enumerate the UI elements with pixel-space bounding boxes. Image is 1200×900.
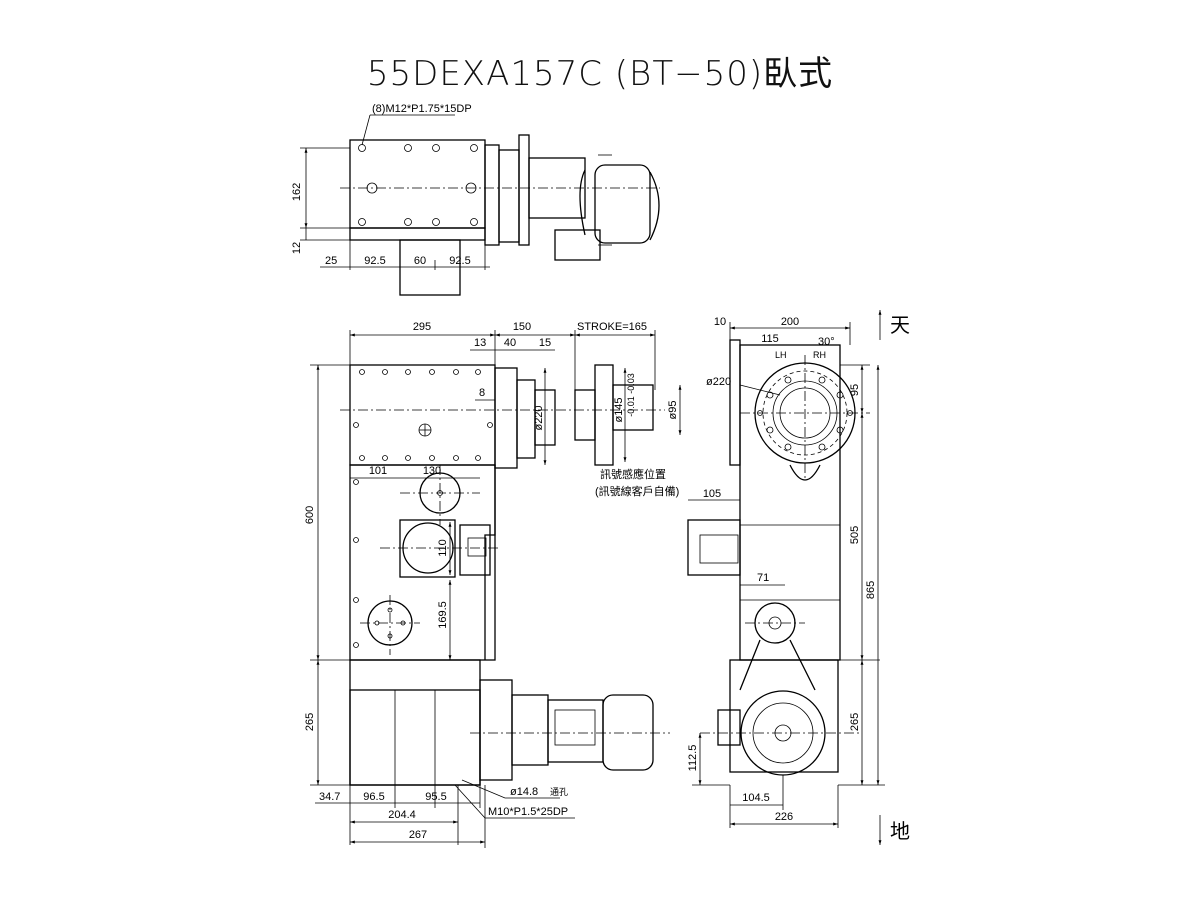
thru-hole-note: ø14.8 xyxy=(510,786,538,798)
dim-505: 505 xyxy=(849,526,861,544)
dim-15: 15 xyxy=(539,337,551,349)
dim-130: 130 xyxy=(423,465,441,477)
top-body-outline xyxy=(349,139,486,229)
dim-96-5: 96.5 xyxy=(363,791,384,803)
dim-71: 71 xyxy=(757,572,769,584)
label-lh: LH xyxy=(775,350,787,360)
dim-dia-220-side: ø220 xyxy=(706,376,731,388)
top-bolt-holes xyxy=(358,144,478,226)
drawing-title: 55DEXA157C (BT−50)臥式 xyxy=(366,54,834,94)
dim-60: 60 xyxy=(414,255,426,267)
dim-104-5: 104.5 xyxy=(742,792,770,804)
thru-hole-suffix: 通孔 xyxy=(550,787,568,797)
front-view: 295 150 STROKE=165 13 40 15 8 ø220 ø145 … xyxy=(304,321,682,848)
dim-105: 105 xyxy=(703,488,721,500)
dim-40: 40 xyxy=(504,337,516,349)
dim-95-side: 95 xyxy=(849,384,861,396)
gear-box xyxy=(349,659,481,786)
dim-25: 25 xyxy=(325,255,337,267)
dim-200: 200 xyxy=(781,316,799,328)
dim-dia-220-front: ø220 xyxy=(533,405,545,430)
tap-note: M10*P1.5*25DP xyxy=(488,806,568,818)
dim-dia-145: ø145 xyxy=(613,397,625,422)
dim-110: 110 xyxy=(437,539,449,557)
dim-600: 600 xyxy=(304,506,316,524)
column-body xyxy=(349,464,496,661)
top-view: (8)M12*P1.75*15DP 162 12 25 92.5 60 92.5 xyxy=(291,103,660,296)
dim-10: 10 xyxy=(714,316,726,328)
side-gear-box xyxy=(729,659,839,773)
dim-95-5: 95.5 xyxy=(425,791,446,803)
dim-150: 150 xyxy=(513,321,531,333)
dim-12: 12 xyxy=(291,242,303,254)
dim-101: 101 xyxy=(369,465,387,477)
dim-tolerance: -0.01 -0.03 xyxy=(626,373,636,417)
head-block xyxy=(349,364,496,466)
dim-112-5: 112.5 xyxy=(687,745,699,772)
dim-8: 8 xyxy=(479,387,485,399)
dim-dia-95: ø95 xyxy=(667,401,679,420)
dim-265-side: 265 xyxy=(849,713,861,731)
dim-92-5-b: 92.5 xyxy=(449,255,470,267)
dim-115: 115 xyxy=(761,333,779,345)
dim-13: 13 xyxy=(474,337,486,349)
side-column-body xyxy=(739,344,841,661)
label-down: 地 xyxy=(890,820,910,843)
side-view: 105 訊號感應位置 (訊號線客戶自備) 71 10 200 115 30° L… xyxy=(595,310,910,845)
dim-226: 226 xyxy=(775,811,793,823)
hole-spec-note: (8)M12*P1.75*15DP xyxy=(372,103,472,115)
sensor-label-2: (訊號線客戶自備) xyxy=(595,484,679,498)
dim-204-4: 204.4 xyxy=(388,809,416,821)
label-up: 天 xyxy=(890,315,910,337)
dim-267: 267 xyxy=(409,829,427,841)
dim-162: 162 xyxy=(291,183,303,201)
dim-30-deg: 30° xyxy=(818,336,835,348)
dim-stroke: STROKE=165 xyxy=(577,321,647,333)
dim-169-5: 169.5 xyxy=(437,601,449,629)
dim-265-front: 265 xyxy=(304,713,316,731)
sensor-label-1: 訊號感應位置 xyxy=(600,467,666,481)
dim-295: 295 xyxy=(413,321,431,333)
label-rh: RH xyxy=(813,350,826,360)
dim-34-7: 34.7 xyxy=(319,791,340,803)
dim-865: 865 xyxy=(865,581,877,599)
dim-92-5-a: 92.5 xyxy=(364,255,385,267)
